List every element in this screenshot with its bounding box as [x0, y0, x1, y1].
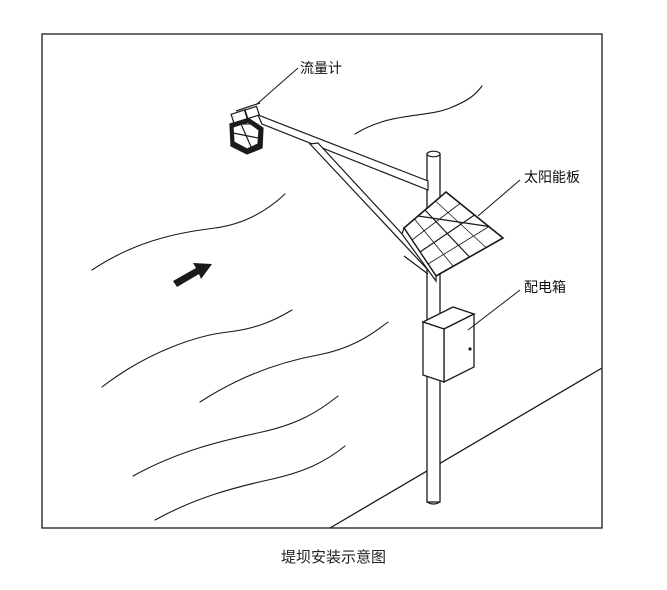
- diagram-caption: 堤坝安装示意图: [280, 548, 386, 566]
- flowmeter-device: [229, 102, 264, 155]
- label-flowmeter: 流量计: [300, 61, 342, 77]
- wave-line: [101, 309, 293, 388]
- solar-panel: [401, 190, 505, 283]
- label-distribution-box: 配电箱: [524, 280, 566, 296]
- diagram-frame: [41, 33, 603, 529]
- leader-line-distribution-box: [467, 289, 521, 331]
- water-waves: [91, 85, 483, 521]
- wave-line: [199, 321, 389, 403]
- flow-direction-arrow-icon: [173, 263, 212, 287]
- wave-line: [91, 193, 286, 271]
- label-solar-panel: 太阳能板: [524, 170, 580, 186]
- wave-line: [354, 85, 483, 135]
- leader-line-solar-panel: [477, 179, 521, 217]
- leader-lines: [256, 67, 521, 331]
- cantilever-arm: [256, 113, 429, 191]
- leader-line-flowmeter: [256, 67, 299, 105]
- wave-line: [132, 395, 339, 477]
- embankment-line: [329, 367, 603, 529]
- wave-line: [154, 445, 346, 521]
- distribution-box: [421, 306, 476, 384]
